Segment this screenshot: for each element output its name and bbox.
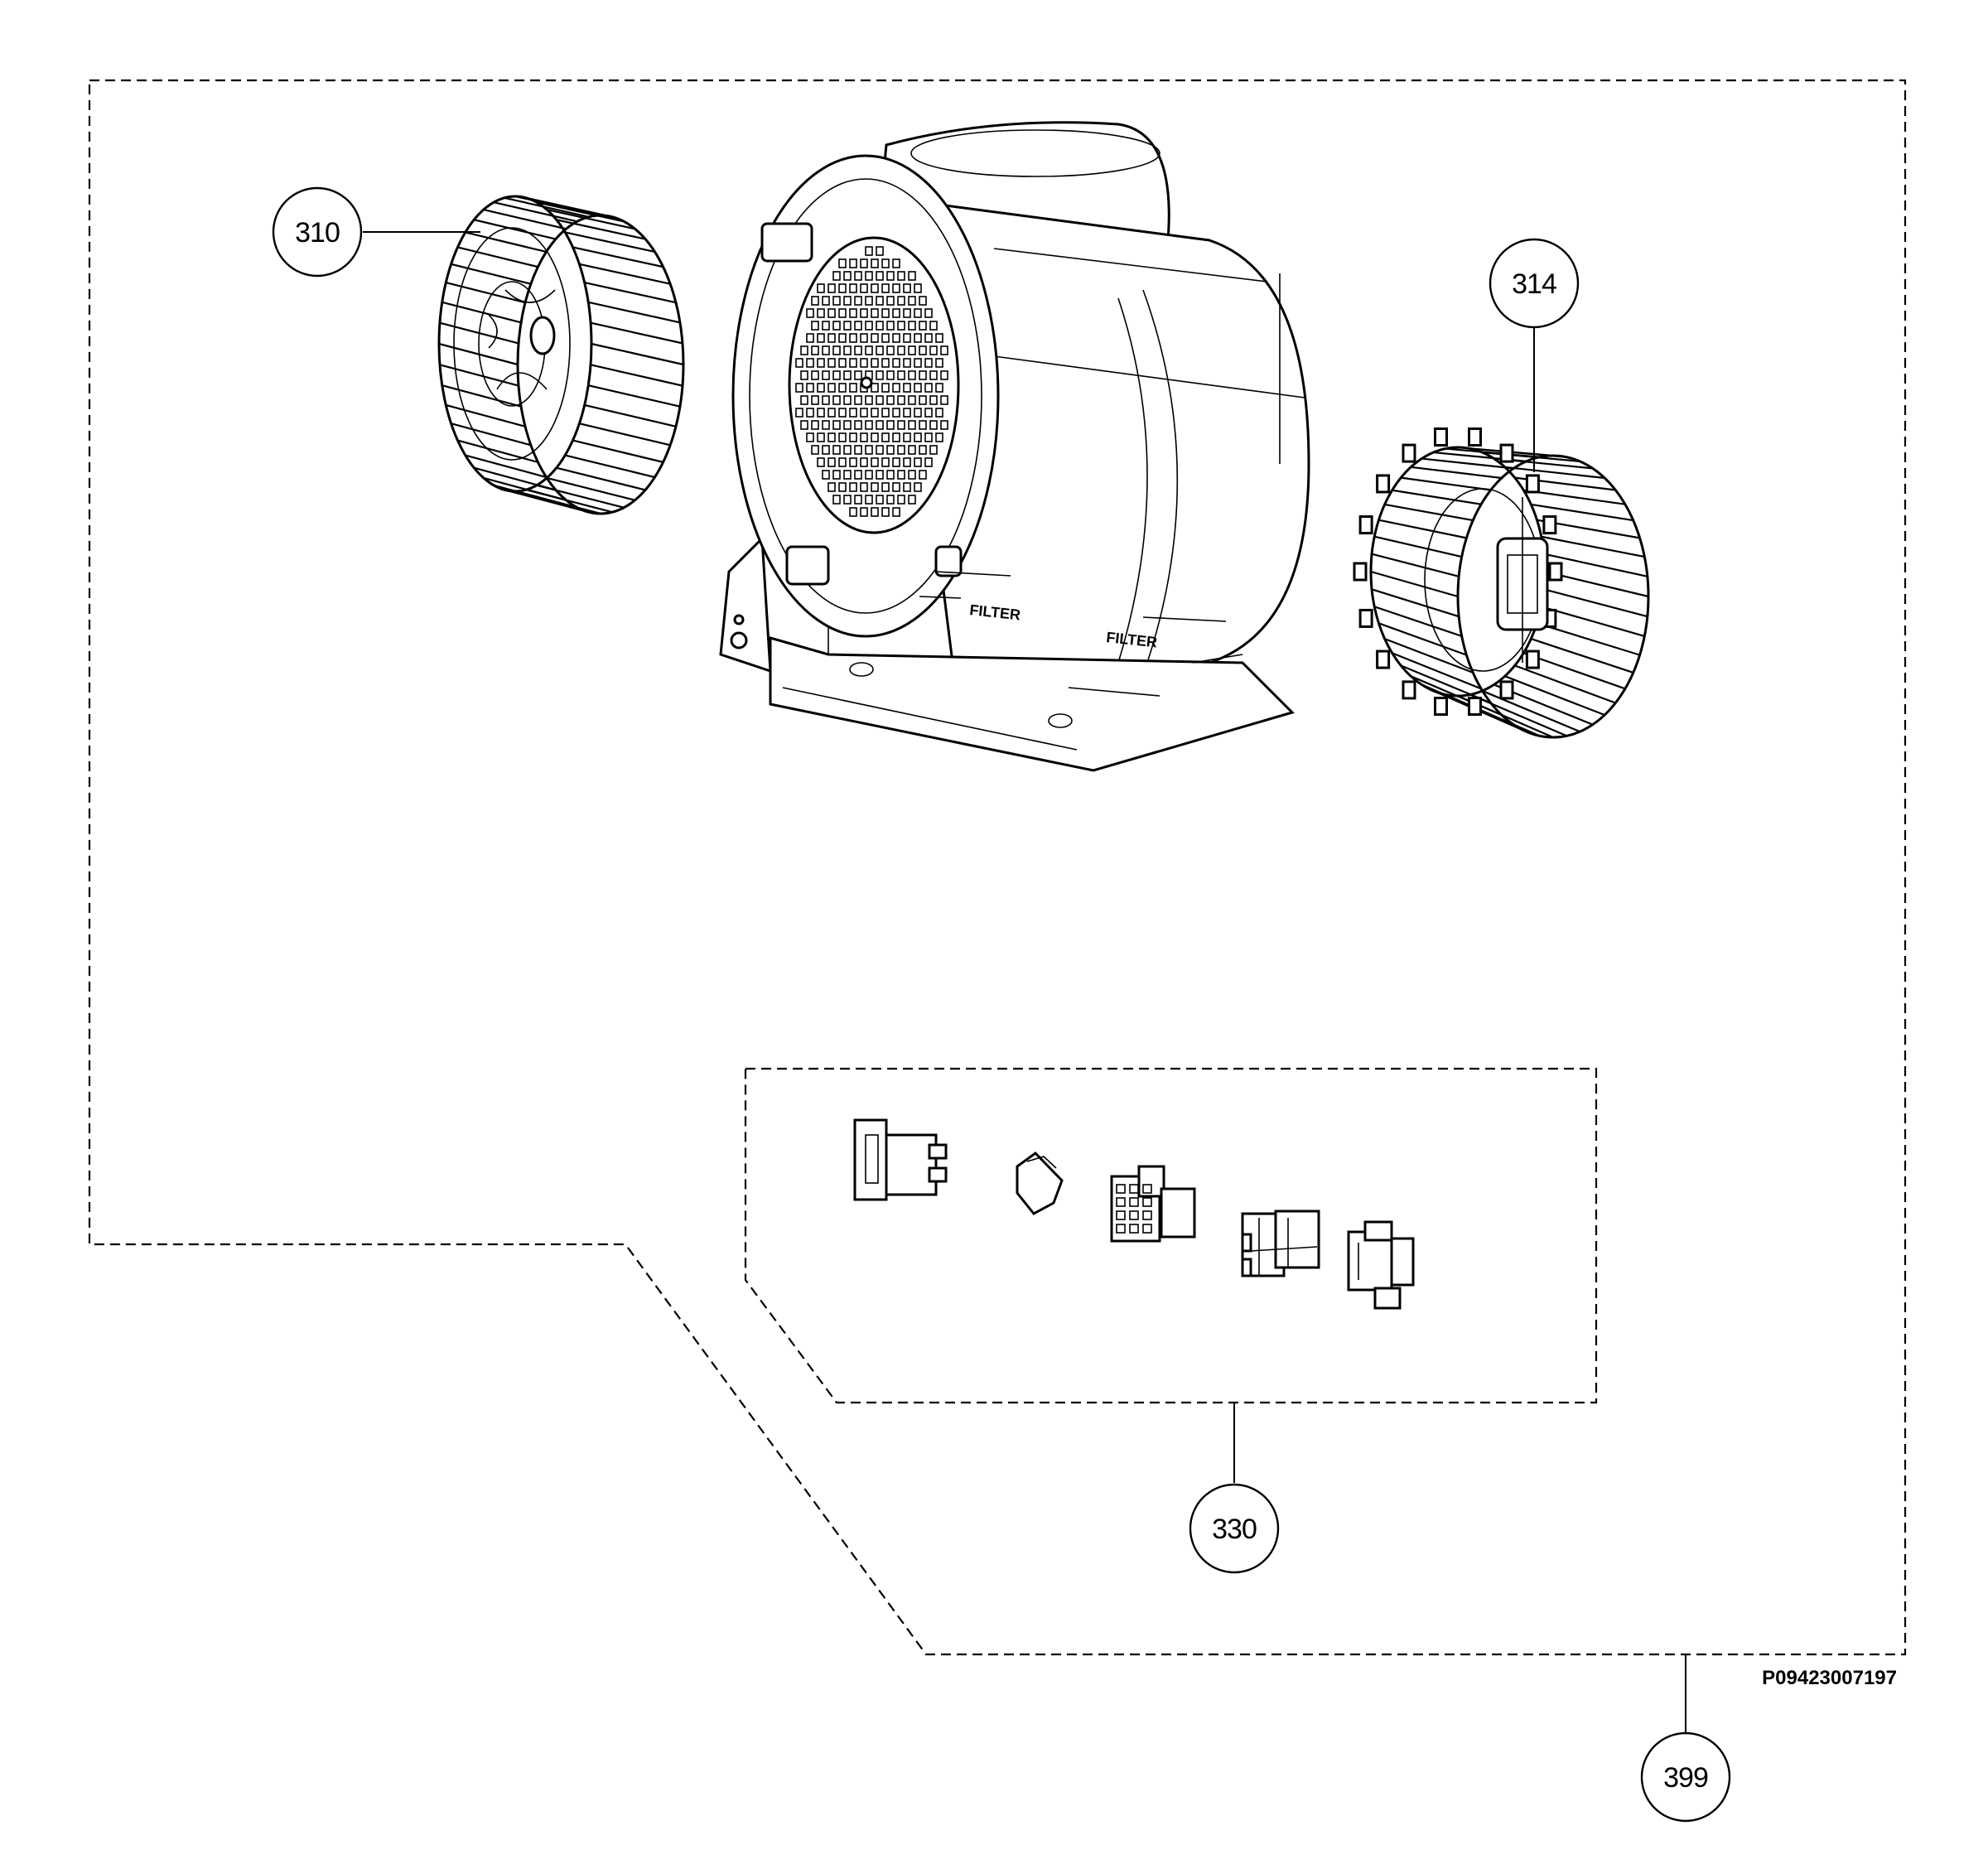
connector-icon[interactable]	[853, 1118, 948, 1201]
connector-icon[interactable]	[1347, 1220, 1415, 1310]
callout-314[interactable]: 314	[1489, 238, 1580, 329]
callout-label-399: 399	[1663, 1762, 1708, 1794]
callout-label-314: 314	[1512, 268, 1556, 300]
callout-label-310: 310	[295, 217, 340, 249]
connector-icon[interactable]	[1016, 1152, 1064, 1215]
blower-wheel-icon[interactable]	[1353, 427, 1650, 739]
blower-housing-icon[interactable]: FILTER FILTER	[719, 121, 1310, 772]
callout-399[interactable]: 399	[1640, 1731, 1731, 1823]
connector-kit-boundary	[744, 1067, 1598, 1404]
document-number: P09423007197	[1762, 1667, 1897, 1689]
callout-330[interactable]: 330	[1189, 1483, 1280, 1574]
callout-310[interactable]: 310	[272, 186, 363, 278]
assembly-boundary	[88, 79, 1907, 1656]
connector-icon[interactable]	[1110, 1165, 1196, 1243]
callout-label-330: 330	[1212, 1514, 1257, 1545]
connector-icon[interactable]	[1241, 1210, 1320, 1277]
blower-wheel-icon[interactable]	[437, 195, 685, 515]
